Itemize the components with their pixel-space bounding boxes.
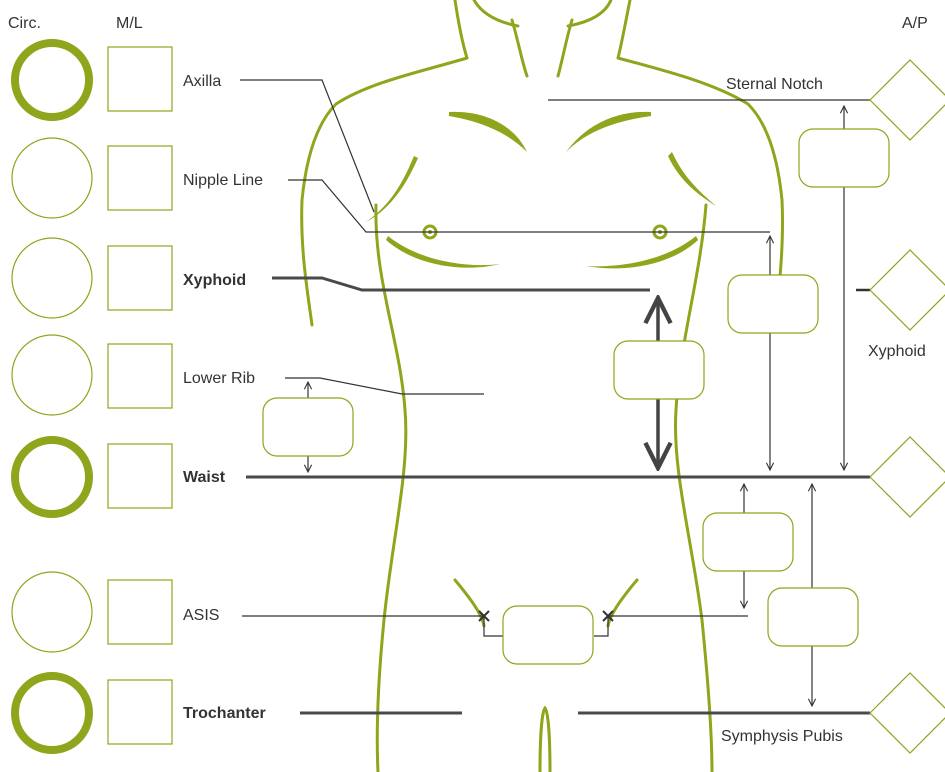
left-clavicle [449,112,527,152]
ml-field-waist[interactable] [108,444,172,508]
neck-line-right [618,0,630,58]
chest-muscles [366,112,716,269]
ml-field-axilla[interactable] [108,47,172,111]
ml-field-nipple-line[interactable] [108,146,172,210]
distance-field-sternal-waist[interactable] [799,129,889,187]
header-circ: Circ. [8,15,41,32]
right-chest-lower [586,236,698,268]
ap-label-symphysis-pubis: Symphysis Pubis [721,728,843,745]
distance-field-waist-asis[interactable] [703,513,793,571]
label-axilla: Axilla [183,73,221,90]
label-trochanter: Trochanter [183,705,266,722]
ml-fields [108,47,172,744]
label-lower-rib: Lower Rib [183,370,255,387]
ap-label-xyphoid: Xyphoid [868,343,926,360]
distance-field-asis-width[interactable] [503,606,593,664]
circumference-fields [12,43,92,750]
circ-field-lower-rib[interactable] [12,335,92,415]
right-pec [668,152,716,206]
distance-fields [263,129,889,664]
nipple-line-leader [288,180,770,232]
label-nipple-line: Nipple Line [183,172,263,189]
sternal-line-left [512,20,527,76]
label-xyphoid: Xyphoid [183,272,246,289]
circ-field-axilla[interactable] [15,43,89,117]
ap-field-waist[interactable] [870,437,945,517]
ml-field-lower-rib[interactable] [108,344,172,408]
right-clavicle [566,112,651,152]
ap-field-sternal-notch[interactable] [870,60,945,140]
ap-label-sternal-notch: Sternal Notch [726,76,823,93]
circ-field-trochanter[interactable] [15,676,89,750]
circ-field-nipple-line[interactable] [12,138,92,218]
circ-field-xyphoid[interactable] [12,238,92,318]
right-torso [675,205,712,772]
ml-field-xyphoid[interactable] [108,246,172,310]
distance-field-waist-trochanter[interactable] [768,588,858,646]
header-ml: M/L [116,15,143,32]
header-ap: A/P [902,15,928,32]
circ-field-asis[interactable] [12,572,92,652]
ap-field-xyphoid[interactable] [870,250,945,330]
label-asis: ASIS [183,607,219,624]
axilla-leader [240,80,374,212]
distance-field-lower-rib-waist[interactable] [263,398,353,456]
ml-field-trochanter[interactable] [108,680,172,744]
left-chest-lower [386,236,500,268]
neck-line-left [455,0,467,58]
distance-field-xyphoid-waist[interactable] [614,341,704,399]
neck-right [568,0,611,26]
distance-field-nipple-waist[interactable] [728,275,818,333]
left-pec [366,156,418,222]
ml-field-asis[interactable] [108,580,172,644]
ap-field-trochanter[interactable] [870,673,945,753]
circ-field-waist[interactable] [15,440,89,514]
label-waist: Waist [183,469,226,486]
lower-rib-leader [285,378,484,394]
xyphoid-line [272,278,650,290]
sternal-line-right [558,20,572,76]
inner-leg [540,708,550,772]
